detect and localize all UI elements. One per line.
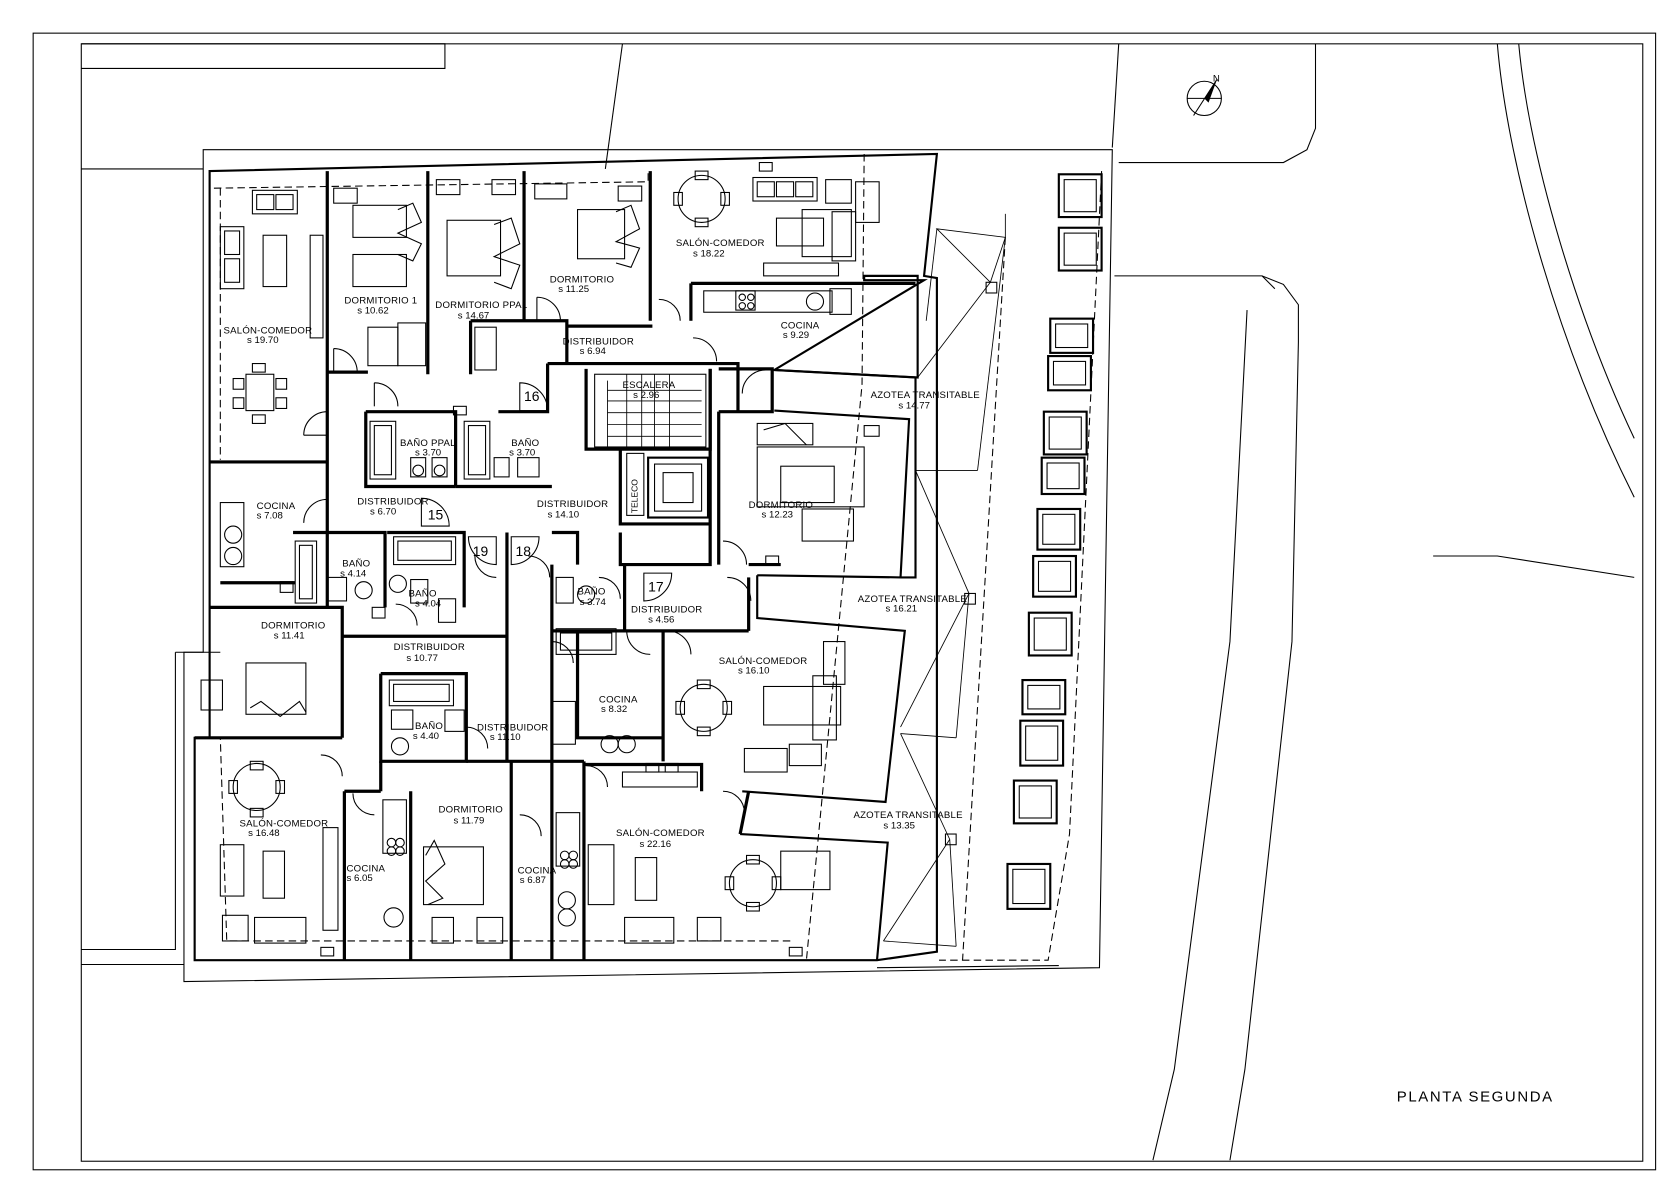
room-area: s 10.77: [406, 653, 438, 664]
room-name: SALÓN-COMEDOR: [676, 238, 765, 249]
room-area: s 3.70: [415, 448, 441, 459]
planter-boxes: [1006, 173, 1103, 910]
room-name: COCINA: [599, 695, 638, 706]
room-name: DORMITORIO 1: [344, 296, 417, 307]
furniture: [200, 170, 880, 944]
room-area: s 11.25: [558, 284, 589, 295]
north-letter: N: [1213, 73, 1220, 84]
site-context: [81, 43, 1635, 1161]
room-area: s 3.74: [580, 597, 607, 608]
room-name: DORMITORIO PPAL: [435, 300, 527, 311]
room-area: s 2.96: [633, 390, 659, 401]
room-area: s 3.70: [509, 448, 535, 459]
sheet-outer-frame: [32, 32, 1657, 1171]
room-area: s 11.10: [490, 732, 521, 743]
apartment-number: 15: [428, 507, 444, 523]
room-labels: SALÓN-COMEDOR s 19.70 DORMITORIO 1 s 10.…: [224, 238, 980, 886]
room-area: s 13.35: [883, 821, 915, 832]
room-name: BAÑO: [511, 438, 539, 449]
room-name: DISTRIBUIDOR: [394, 642, 465, 653]
room-name: SALÓN-COMEDOR: [616, 828, 705, 839]
room-name: BAÑO: [578, 587, 606, 598]
north-arrow: N: [1186, 73, 1222, 117]
room-name: BAÑO: [342, 559, 370, 570]
apartment-marker-17: 17: [643, 572, 673, 602]
apartment-number: 16: [524, 388, 540, 404]
room-area: s 10.62: [357, 305, 389, 316]
room-name: SALÓN-COMEDOR: [224, 326, 313, 337]
room-area: s 6.70: [370, 506, 396, 517]
room-area: s 16.10: [738, 666, 770, 677]
room-area: s 4.14: [340, 568, 367, 579]
room-name: DISTRIBUIDOR: [563, 336, 634, 347]
interior-walls: [194, 171, 916, 961]
terraces: [740, 213, 1059, 969]
room-name: AZOTEA TRANSITABLE: [858, 594, 967, 605]
room-area: s 6.87: [520, 875, 546, 886]
room-area: s 19.70: [247, 335, 279, 346]
room-name: AZOTEA TRANSITABLE: [853, 810, 962, 821]
room-name: DISTRIBUIDOR: [357, 497, 428, 508]
room-area: s 14.67: [458, 311, 490, 322]
apartment-number: 18: [516, 543, 532, 559]
room-name: DORMITORIO: [261, 621, 326, 632]
sheet-inner-frame: [80, 43, 1644, 1162]
room-name: DISTRIBUIDOR: [537, 499, 608, 510]
room-name: BAÑO PPAL: [400, 438, 456, 449]
shafts: [279, 161, 998, 957]
door-swings: [303, 296, 766, 837]
room-name: DORMITORIO: [550, 274, 615, 285]
room-name: DORMITORIO: [439, 805, 504, 816]
apartment-marker-16: 16: [519, 382, 549, 412]
room-area: s 16.48: [248, 828, 280, 839]
apartment-number: 19: [473, 543, 489, 559]
room-area: s 11.41: [274, 630, 305, 641]
room-area: s 9.29: [783, 330, 809, 341]
room-name: COCINA: [257, 501, 296, 512]
room-area: s 16.21: [886, 604, 918, 615]
room-area: s 11.79: [453, 815, 484, 826]
room-name: COCINA: [347, 863, 386, 874]
apartment-markers: 15 16 17 18 19: [420, 382, 673, 602]
room-name: BAÑO: [415, 721, 443, 732]
room-name: ESCALERA: [622, 380, 675, 391]
sheet-title: PLANTA SEGUNDA: [1397, 1088, 1554, 1105]
stair-and-lift: [594, 373, 710, 519]
teleco-label: TELECO: [629, 479, 639, 514]
apartment-number: 17: [648, 578, 664, 594]
room-name: DORMITORIO: [749, 500, 814, 511]
room-name: DISTRIBUIDOR: [477, 722, 548, 733]
room-name: DISTRIBUIDOR: [631, 605, 702, 616]
room-area: s 18.22: [693, 249, 725, 260]
room-area: s 12.23: [761, 510, 793, 521]
room-area: s 8.32: [601, 704, 627, 715]
projection-lines: [203, 153, 1103, 961]
room-name: SALÓN-COMEDOR: [719, 656, 808, 667]
room-area: s 14.77: [898, 400, 930, 411]
room-name: COCINA: [781, 320, 820, 331]
apartment-marker-19: 19: [467, 536, 497, 566]
apartment-marker-18: 18: [510, 536, 540, 566]
room-area: s 6.05: [347, 873, 373, 884]
room-area: s 22.16: [640, 839, 672, 850]
room-area: s 14.10: [548, 510, 580, 521]
apartment-marker-15: 15: [420, 497, 450, 527]
room-name: AZOTEA TRANSITABLE: [871, 390, 980, 401]
room-area: s 6.94: [580, 346, 607, 357]
room-area: s 4.56: [648, 614, 674, 625]
room-name: BAÑO: [409, 589, 437, 600]
room-name: SALÓN-COMEDOR: [240, 819, 329, 830]
room-area: s 4.40: [413, 731, 439, 742]
room-area: s 4.04: [415, 598, 442, 609]
room-area: s 7.08: [257, 511, 283, 522]
room-name: COCINA: [518, 866, 557, 877]
